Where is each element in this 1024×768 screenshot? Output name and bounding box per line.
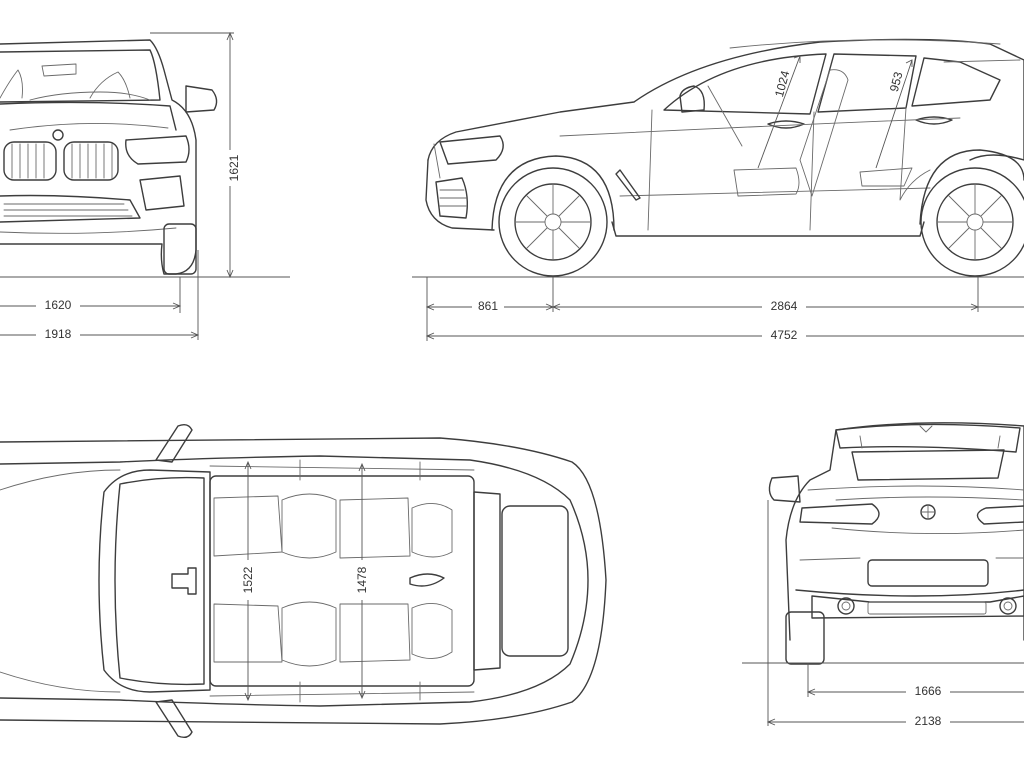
front-width-label: 1918 (45, 327, 72, 341)
bmw-roundel-icon (52, 129, 64, 141)
front-shoulder-width-label: 1522 (241, 566, 255, 593)
wheelbase-label: 2864 (771, 299, 798, 313)
overall-length-label: 4752 (771, 328, 798, 342)
front-height-label: 1621 (227, 154, 241, 181)
top-view: 1522 1478 (0, 423, 607, 739)
front-headroom-label: 1024 (772, 69, 793, 99)
front-overhang-label: 861 (478, 299, 498, 313)
rear-shoulder-width-label: 1478 (355, 566, 369, 593)
side-view: 1024 953 861 2864 4752 (412, 38, 1024, 344)
front-track-label: 1620 (45, 298, 72, 312)
front-view: 1621 1620 1918 (0, 31, 290, 343)
rear-headroom-label: 953 (887, 70, 906, 93)
rear-view: 1666 2138 (742, 422, 1024, 730)
rear-track-label: 1666 (915, 684, 942, 698)
rear-width-label: 2138 (915, 714, 942, 728)
